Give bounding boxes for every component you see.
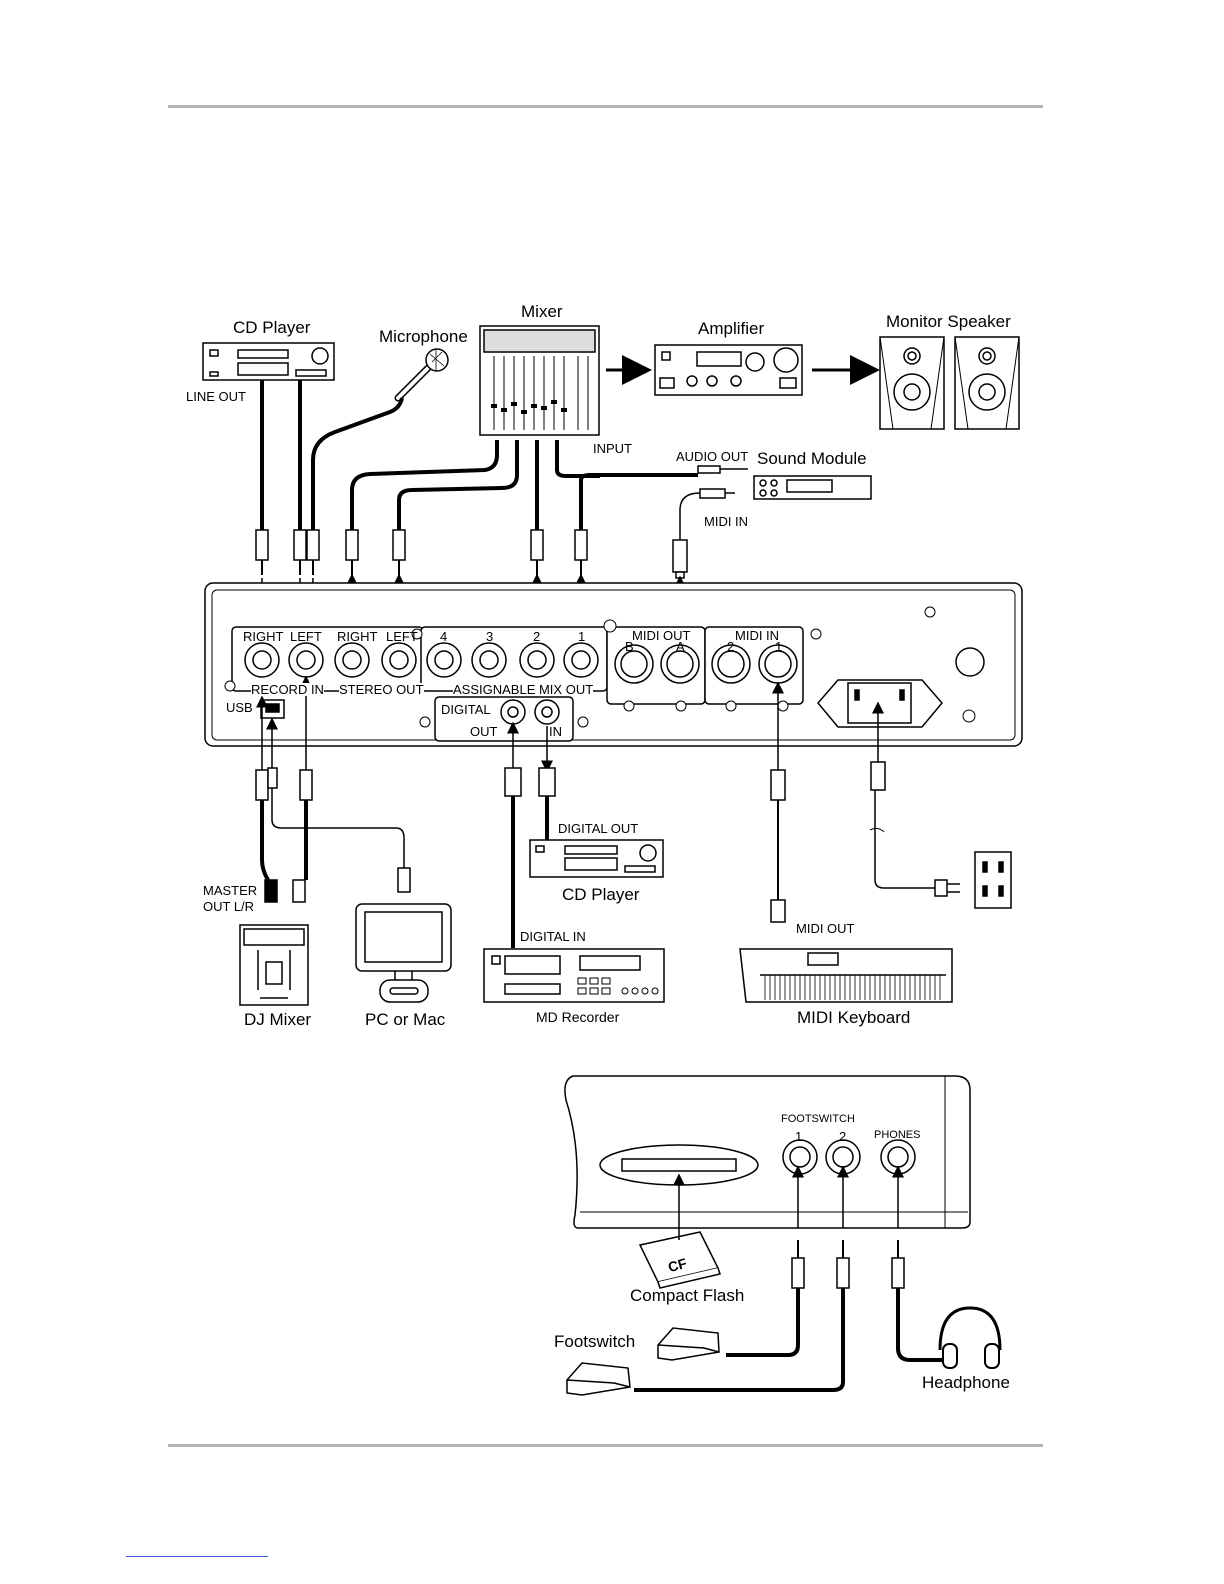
label-line-out: LINE OUT bbox=[186, 389, 246, 404]
label-compact-flash: Compact Flash bbox=[630, 1286, 745, 1305]
label-master-out-2: OUT L/R bbox=[203, 899, 255, 914]
label-footswitch-panel: FOOTSWITCH bbox=[781, 1113, 855, 1125]
top-cables bbox=[260, 380, 698, 530]
headphone-icon bbox=[938, 1306, 1002, 1369]
front-arrows bbox=[792, 1165, 904, 1228]
jack-label-mix-4: 4 bbox=[440, 629, 448, 644]
label-cd-player-bottom: CD Player bbox=[562, 885, 640, 904]
front-panel bbox=[564, 1075, 971, 1229]
label-midi-out-panel: MIDI OUT bbox=[632, 628, 691, 643]
label-digital-out-cd: DIGITAL OUT bbox=[558, 821, 639, 836]
front-plugs bbox=[791, 1240, 905, 1289]
label-audio-out: AUDIO OUT bbox=[676, 449, 749, 464]
label-footswitch-1: 1 bbox=[795, 1129, 803, 1144]
label-midi-in-1: 1 bbox=[775, 639, 783, 654]
jack-label-left-1: LEFT bbox=[290, 629, 322, 644]
label-midi-keyboard: MIDI Keyboard bbox=[797, 1008, 911, 1027]
jack-label-mix-2: 2 bbox=[533, 629, 541, 644]
jack-label-mix-1: 1 bbox=[578, 629, 586, 644]
dj-mixer-icon bbox=[239, 924, 309, 1006]
jack-label-right-1: RIGHT bbox=[243, 629, 284, 644]
monitor-speaker-icon bbox=[879, 336, 1020, 430]
amplifier-icon bbox=[654, 344, 803, 396]
label-microphone: Microphone bbox=[379, 327, 468, 346]
cd-player-bottom-icon bbox=[529, 839, 664, 878]
top-rule bbox=[168, 105, 1043, 108]
label-monitor-speaker: Monitor Speaker bbox=[886, 312, 1011, 331]
label-pc-or-mac: PC or Mac bbox=[365, 1010, 446, 1029]
mixer-icon bbox=[479, 325, 600, 436]
microphone-icon bbox=[394, 348, 449, 402]
label-sound-module: Sound Module bbox=[757, 449, 867, 468]
label-record-in: RECORD IN bbox=[251, 682, 324, 697]
label-midi-in-module: MIDI IN bbox=[704, 514, 749, 529]
label-stereo-out: STEREO OUT bbox=[339, 682, 424, 697]
footnote-link-underline bbox=[126, 1556, 268, 1557]
label-master-out-1: MASTER bbox=[203, 883, 258, 898]
jack-label-right-2: RIGHT bbox=[337, 629, 378, 644]
thin-cables bbox=[271, 788, 935, 900]
label-footswitch-2: 2 bbox=[839, 1129, 847, 1144]
panel-out-arrows bbox=[256, 675, 884, 773]
label-digital-in: IN bbox=[549, 724, 562, 739]
label-digital-out: OUT bbox=[470, 724, 498, 739]
jack-label-left-2: LEFT bbox=[386, 629, 418, 644]
label-midi-in-2: 2 bbox=[727, 639, 735, 654]
label-mixer: Mixer bbox=[521, 302, 563, 321]
footswitch-icon bbox=[566, 1327, 720, 1396]
label-usb: USB bbox=[226, 700, 253, 715]
label-digital-in-md: DIGITAL IN bbox=[520, 929, 586, 944]
sound-module-icon bbox=[697, 465, 872, 500]
jack-label-mix-3: 3 bbox=[486, 629, 494, 644]
label-md-recorder: MD Recorder bbox=[536, 1009, 620, 1025]
midi-in-cable bbox=[679, 488, 735, 540]
label-assignable-mix-out: ASSIGNABLE MIX OUT bbox=[453, 682, 594, 697]
midi-keyboard-icon bbox=[739, 899, 953, 1003]
label-digital: DIGITAL bbox=[441, 702, 491, 717]
rear-panel bbox=[204, 582, 1023, 747]
label-midi-out-keyboard: MIDI OUT bbox=[796, 921, 855, 936]
label-input: INPUT bbox=[593, 441, 632, 456]
label-amplifier: Amplifier bbox=[698, 319, 765, 338]
label-cd-player-top: CD Player bbox=[233, 318, 311, 337]
label-footswitch: Footswitch bbox=[554, 1332, 636, 1351]
plugs-below bbox=[255, 761, 886, 801]
master-out-plugs bbox=[264, 879, 306, 903]
label-headphone: Headphone bbox=[922, 1373, 1010, 1392]
pc-or-mac-icon bbox=[355, 903, 452, 1003]
jack-plugs-top bbox=[255, 529, 688, 579]
bottom-rule bbox=[168, 1444, 1043, 1447]
label-midi-out-a: A bbox=[676, 639, 685, 654]
usb-plug bbox=[397, 867, 411, 893]
label-phones: PHONES bbox=[874, 1129, 921, 1141]
label-midi-out-b: B bbox=[625, 639, 634, 654]
compact-flash-card-icon bbox=[638, 1231, 721, 1289]
bottom-cables bbox=[260, 796, 549, 948]
wall-outlet-icon bbox=[934, 851, 1012, 909]
md-recorder-icon bbox=[483, 948, 665, 1003]
front-cables bbox=[634, 1288, 942, 1392]
label-midi-in-panel: MIDI IN bbox=[735, 628, 780, 643]
label-dj-mixer: DJ Mixer bbox=[244, 1010, 312, 1029]
cd-player-top-icon bbox=[202, 342, 335, 381]
